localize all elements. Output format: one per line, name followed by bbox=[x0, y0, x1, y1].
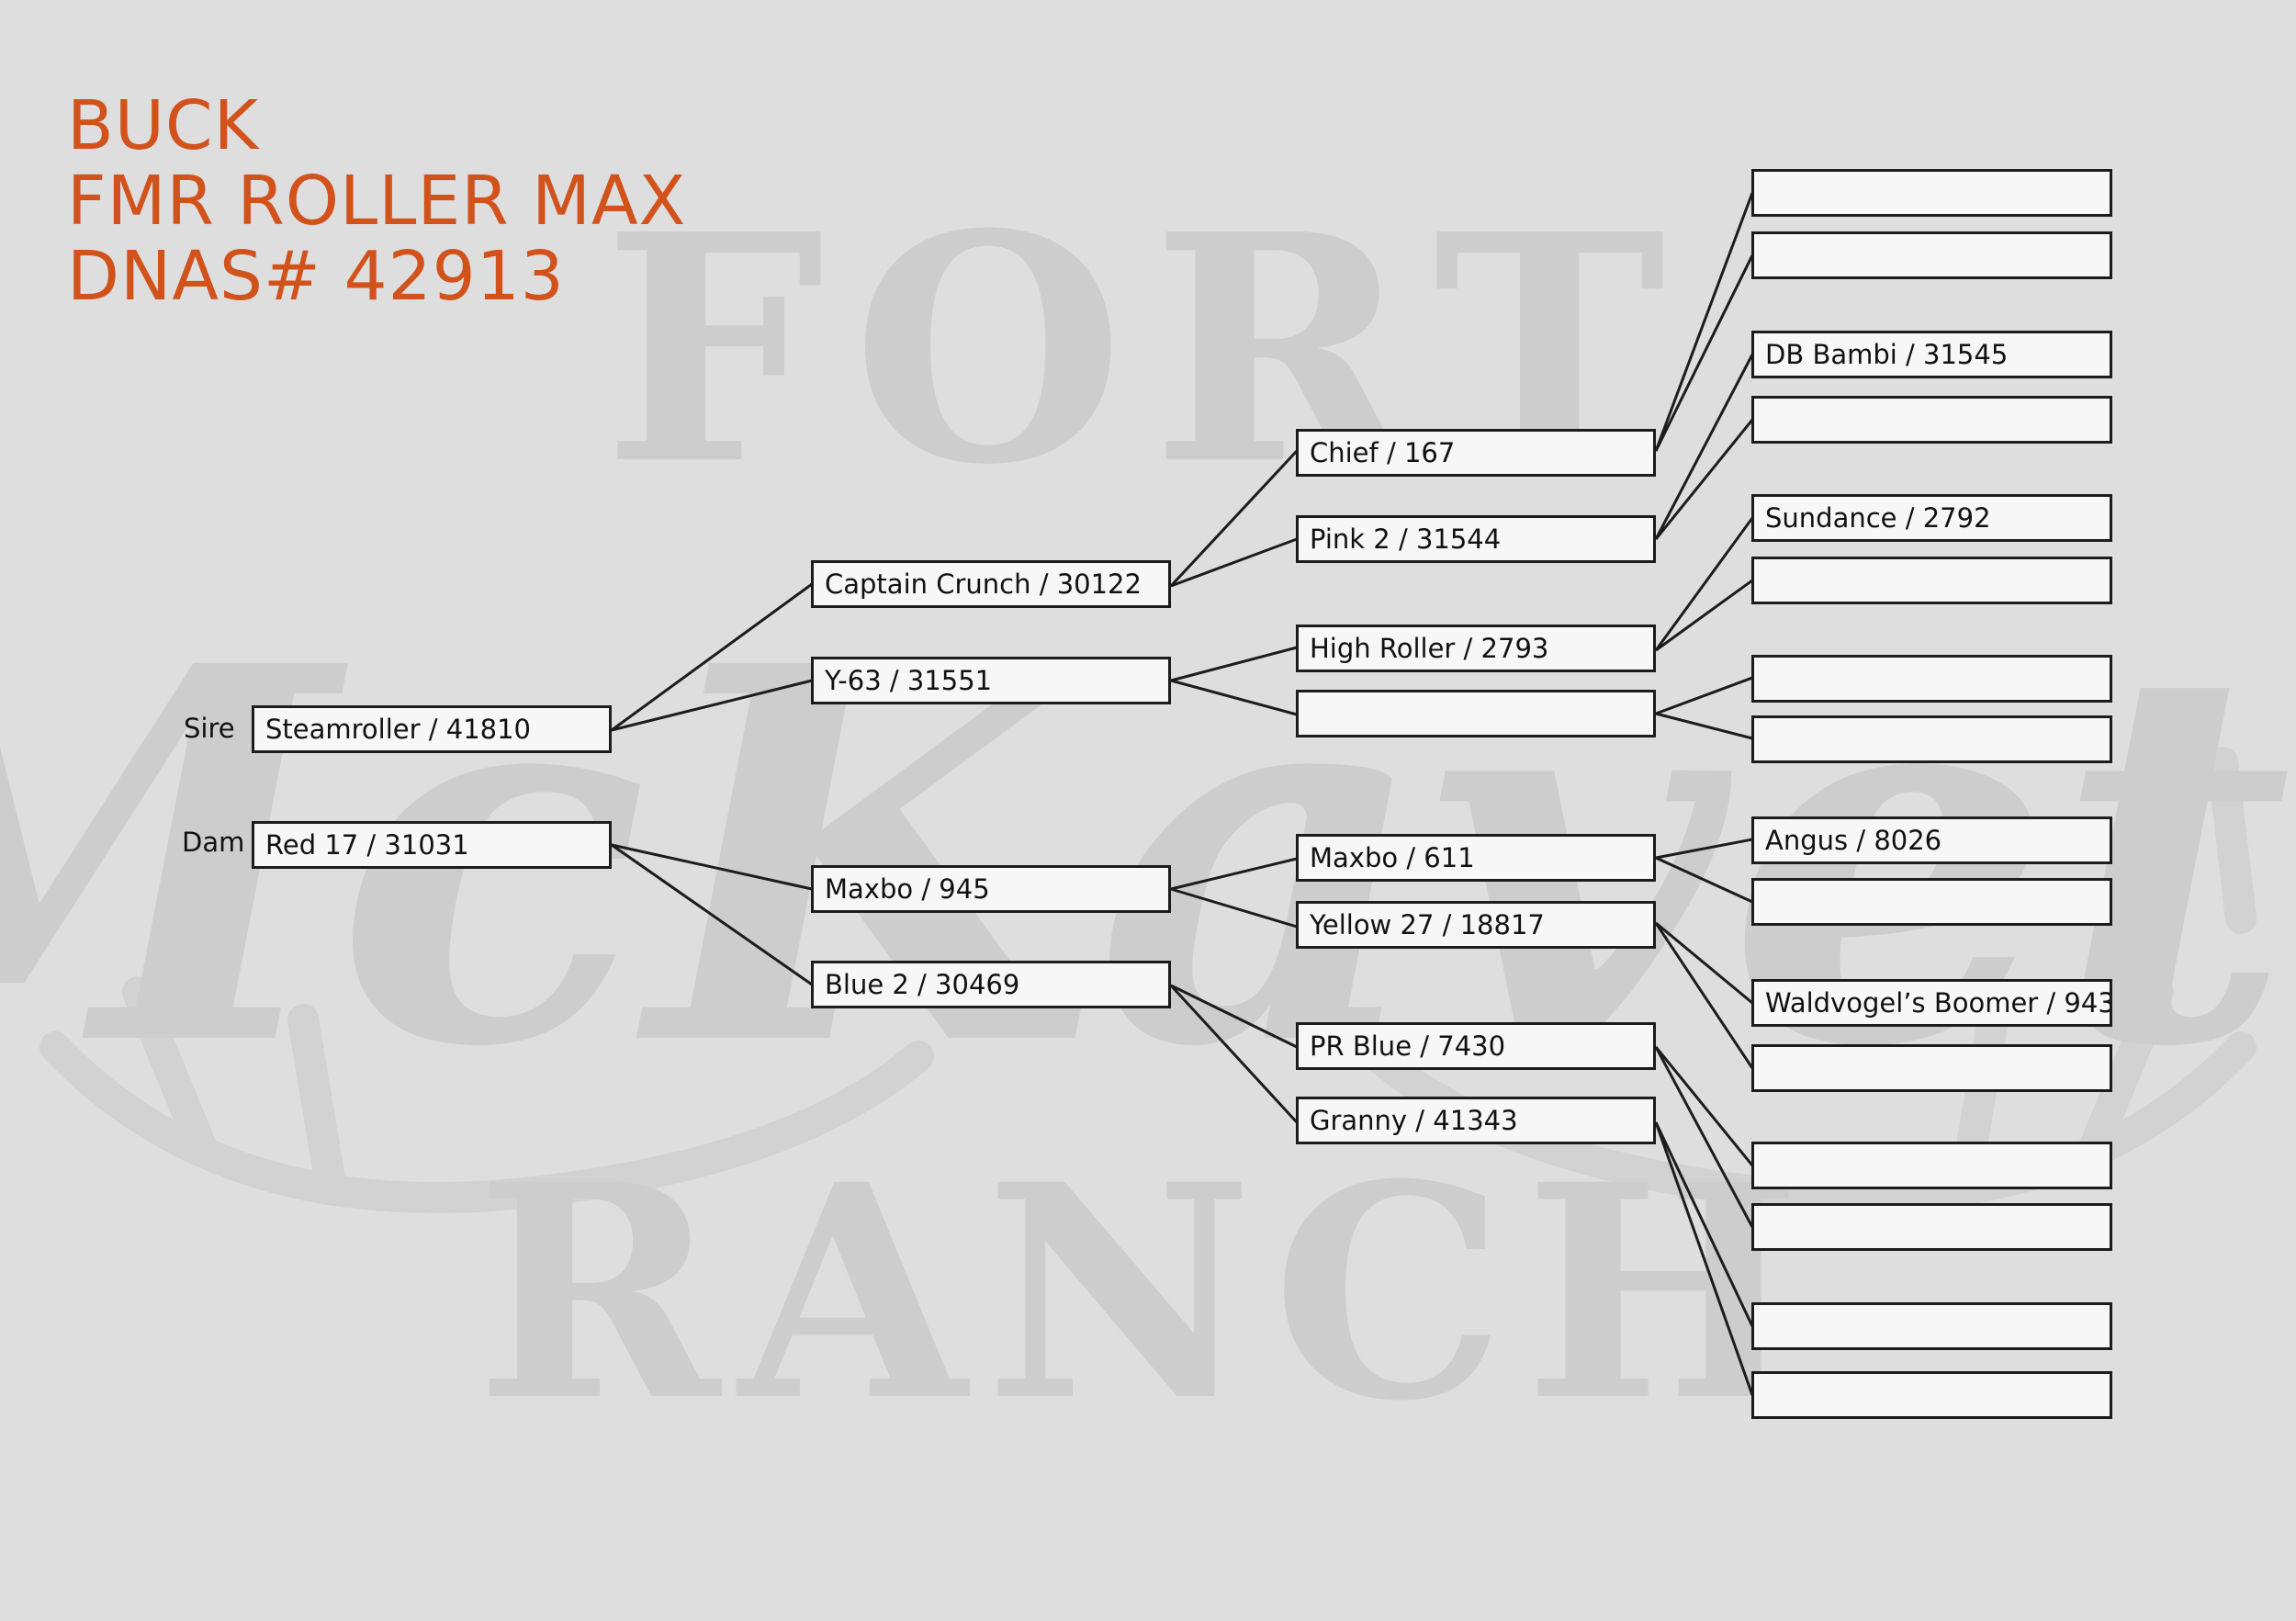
connector-line bbox=[1170, 857, 1298, 891]
connector-line bbox=[1170, 887, 1298, 929]
connector-line bbox=[1170, 537, 1298, 588]
pedigree-gen4-box bbox=[1751, 878, 2112, 926]
pedigree-gen3-box: Granny / 41343 bbox=[1296, 1097, 1656, 1144]
pedigree-gen4-box bbox=[1751, 1044, 2112, 1092]
title-registration: DNAS# 42913 bbox=[67, 237, 565, 316]
connector-line bbox=[1654, 1046, 1754, 1166]
connector-line bbox=[1654, 517, 1754, 651]
pedigree-gen3-box: Maxbo / 611 bbox=[1296, 834, 1656, 882]
pedigree-gen3-box: Chief / 167 bbox=[1296, 429, 1656, 477]
pedigree-sire: Steamroller / 41810 bbox=[252, 705, 612, 753]
pedigree-gen4-box bbox=[1751, 231, 2112, 279]
connector-line bbox=[1654, 1046, 1754, 1228]
pedigree-gen4-box: DB Bambi / 31545 bbox=[1751, 331, 2112, 378]
sire-label: Sire bbox=[184, 713, 235, 744]
pedigree-gen4-box: Angus / 8026 bbox=[1751, 816, 2112, 864]
dam-label: Dam bbox=[182, 827, 245, 858]
pedigree-gen3-box: Pink 2 / 31544 bbox=[1296, 515, 1656, 563]
connector-line bbox=[1170, 646, 1298, 682]
pedigree-gen4-box: Sundance / 2792 bbox=[1751, 494, 2112, 542]
pedigree-gen4-box bbox=[1751, 715, 2112, 763]
watermark-line-3: RANCH bbox=[476, 1121, 1820, 1466]
connector-line bbox=[1654, 1121, 1754, 1396]
pedigree-gen4-box bbox=[1751, 1142, 2112, 1189]
pedigree-gen4-box: Waldvogel’s Boomer / 943 bbox=[1751, 979, 2112, 1027]
pedigree-gen3-box: Yellow 27 / 18817 bbox=[1296, 901, 1656, 949]
pedigree-gen4-box bbox=[1751, 557, 2112, 604]
connector-line bbox=[1170, 679, 1298, 716]
connector-line bbox=[611, 843, 813, 986]
pedigree-gen4-box bbox=[1751, 1203, 2112, 1251]
pedigree-gen4-box bbox=[1751, 655, 2112, 703]
connector-line bbox=[1654, 254, 1754, 452]
connector-line bbox=[1169, 449, 1299, 588]
connector-line bbox=[1654, 1121, 1754, 1327]
connector-line bbox=[1655, 712, 1753, 740]
connector-line bbox=[1654, 354, 1754, 540]
pedigree-gen3-box: PR Blue / 7430 bbox=[1296, 1022, 1656, 1070]
pedigree-gen3-box: High Roller / 2793 bbox=[1296, 625, 1656, 672]
connector-line bbox=[611, 843, 813, 891]
pedigree-dam-sire: Maxbo / 945 bbox=[811, 865, 1171, 913]
connector-line bbox=[1655, 579, 1753, 652]
connector-line bbox=[1169, 984, 1299, 1124]
pedigree-dam: Red 17 / 31031 bbox=[252, 821, 612, 869]
connector-line bbox=[1654, 192, 1754, 452]
pedigree-gen4-box bbox=[1751, 396, 2112, 444]
pedigree-gen3-box bbox=[1296, 690, 1656, 737]
connector-line bbox=[1654, 922, 1754, 1069]
connector-line bbox=[1655, 838, 1753, 860]
pedigree-gen4-box bbox=[1751, 1302, 2112, 1350]
connector-line bbox=[1654, 419, 1754, 540]
connector-line bbox=[1655, 921, 1753, 1005]
pedigree-sire-dam: Y-63 / 31551 bbox=[811, 657, 1171, 704]
connector-line bbox=[611, 582, 813, 732]
title-category: BUCK bbox=[67, 86, 260, 165]
connector-line bbox=[1655, 856, 1753, 904]
connector-line bbox=[611, 679, 813, 732]
pedigree-sire-sire: Captain Crunch / 30122 bbox=[811, 560, 1171, 608]
connector-line bbox=[1655, 676, 1753, 715]
pedigree-gen4-box bbox=[1751, 169, 2112, 217]
pedigree-dam-dam: Blue 2 / 30469 bbox=[811, 961, 1171, 1008]
connector-line bbox=[1170, 984, 1298, 1049]
pedigree-gen4-box bbox=[1751, 1371, 2112, 1419]
title-name: FMR ROLLER MAX bbox=[67, 162, 687, 241]
